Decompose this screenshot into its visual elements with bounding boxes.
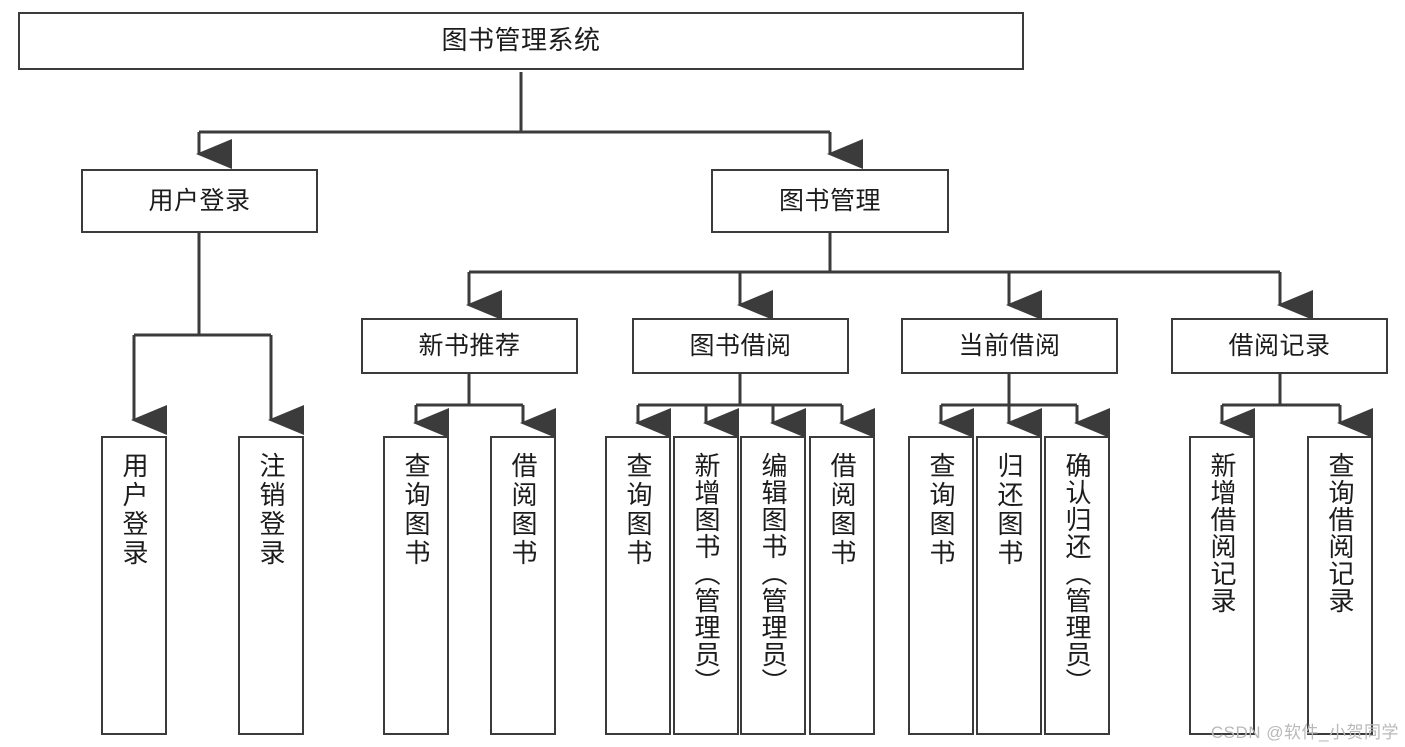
node-label: 借阅图书 <box>827 452 858 568</box>
node-label: 新增借阅记录 <box>1207 452 1238 614</box>
node-current-borrow[interactable]: 当前借阅 <box>901 318 1118 374</box>
node-new-book-recommend[interactable]: 新书推荐 <box>361 318 578 374</box>
node-label: 借阅图书 <box>508 452 539 568</box>
node-label: 用户登录 <box>148 186 251 215</box>
node-label: 归还图书 <box>994 452 1025 568</box>
node-label: 借阅记录 <box>1228 331 1331 360</box>
leaf-borrow-book[interactable]: 借阅图书 <box>809 436 875 735</box>
leaf-add-borrow-record[interactable]: 新增借阅记录 <box>1189 436 1255 735</box>
node-label: 新增图书（管理员） <box>691 452 722 695</box>
node-user-login[interactable]: 用户登录 <box>81 169 318 233</box>
watermark: CSDN @软件_小贺同学 <box>1210 723 1399 742</box>
node-borrow-record[interactable]: 借阅记录 <box>1171 318 1388 374</box>
node-label: 确认归还（管理员） <box>1062 452 1093 695</box>
node-label: 编辑图书（管理员） <box>758 452 789 695</box>
leaf-query-book-newbook[interactable]: 查询图书 <box>383 436 449 735</box>
node-label: 图书借阅 <box>689 331 792 360</box>
node-label: 注销登录 <box>256 452 287 568</box>
node-label: 查询图书 <box>623 452 654 568</box>
leaf-logout[interactable]: 注销登录 <box>238 436 304 735</box>
leaf-edit-book-admin[interactable]: 编辑图书（管理员） <box>740 436 806 735</box>
node-label: 图书管理系统 <box>441 25 601 56</box>
node-label: 查询借阅记录 <box>1325 452 1356 614</box>
node-root-system[interactable]: 图书管理系统 <box>18 12 1024 70</box>
node-label: 用户登录 <box>119 452 150 568</box>
leaf-confirm-return-admin[interactable]: 确认归还（管理员） <box>1044 436 1110 735</box>
node-book-borrow[interactable]: 图书借阅 <box>632 318 849 374</box>
node-label: 新书推荐 <box>418 331 521 360</box>
leaf-user-login[interactable]: 用户登录 <box>101 436 167 735</box>
leaf-query-borrow-record[interactable]: 查询借阅记录 <box>1307 436 1373 735</box>
node-label: 查询图书 <box>926 452 957 568</box>
node-label: 图书管理 <box>778 186 881 215</box>
node-label: 当前借阅 <box>958 331 1061 360</box>
leaf-borrow-book-newbook[interactable]: 借阅图书 <box>490 436 556 735</box>
node-label: 查询图书 <box>401 452 432 568</box>
leaf-query-book-borrow[interactable]: 查询图书 <box>605 436 671 735</box>
leaf-query-book-current[interactable]: 查询图书 <box>908 436 974 735</box>
leaf-add-book-admin[interactable]: 新增图书（管理员） <box>673 436 739 735</box>
node-book-management[interactable]: 图书管理 <box>711 169 949 233</box>
leaf-return-book[interactable]: 归还图书 <box>976 436 1042 735</box>
